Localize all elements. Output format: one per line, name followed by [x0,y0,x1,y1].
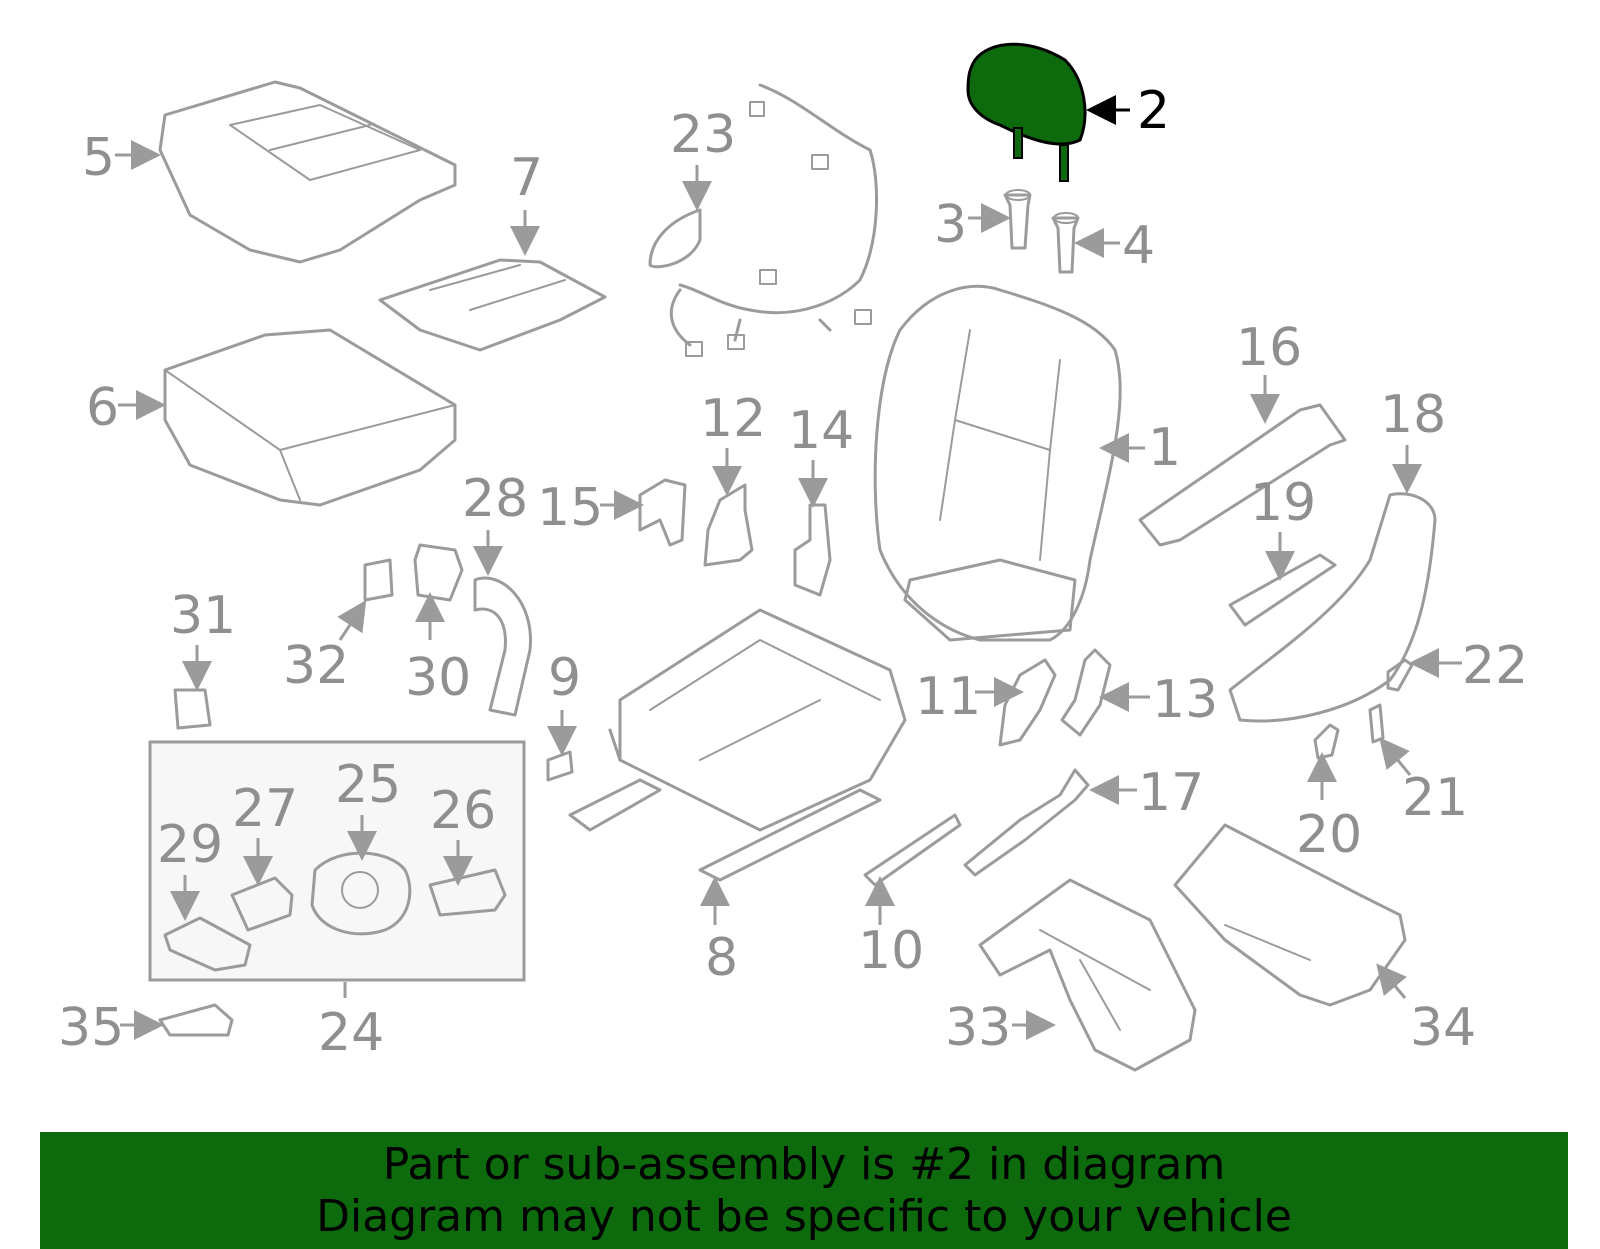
callout-16: 16 [1236,318,1302,378]
callout-33: 33 [945,998,1011,1058]
part-23-wiring-harness [648,83,879,357]
callout-25: 25 [335,755,401,815]
part-7-heater-mat [378,258,607,352]
part-20-knob [1313,723,1340,760]
part-26-duct [428,868,507,917]
part-5-cushion-cover [158,80,457,264]
callout-24: 24 [318,1003,384,1063]
callout-28: 28 [462,469,528,529]
callout-9: 9 [548,648,581,708]
part-28-duct [473,576,532,717]
callout-35: 35 [58,998,124,1058]
callout-13: 13 [1152,670,1218,730]
callout-23: 23 [670,105,736,165]
callout-15: 15 [537,478,603,538]
callout-6: 6 [86,378,119,438]
callout-12: 12 [700,389,766,449]
callout-5: 5 [82,128,115,188]
part-16-bracket [1138,403,1347,547]
part-1-seat-back [873,284,1122,642]
part-6-cushion-pad [163,328,457,507]
part-12-cover [703,483,754,567]
part-11-cover [998,658,1057,747]
parts-diagram: 1 2 3 4 5 6 7 8 9 10 11 12 13 14 15 16 1… [58,42,1528,1072]
callout-14: 14 [788,401,854,461]
callout-4: 4 [1122,216,1155,276]
part-18-side-trim [1228,492,1437,723]
part-21-knob [1368,703,1385,744]
part-19-switch [1228,553,1337,627]
part-22-knob [1386,658,1414,692]
part-35-sensor [158,1003,234,1037]
callout-21: 21 [1402,768,1468,828]
callout-19: 19 [1250,473,1316,533]
part-8-seat-frame [568,608,907,882]
part-14-cover [793,503,832,597]
callout-34: 34 [1410,998,1476,1058]
part-32-clip [363,558,394,602]
callout-30: 30 [405,648,471,708]
part-30-duct [413,543,464,602]
callout-18: 18 [1380,385,1446,445]
callout-10: 10 [858,921,924,981]
part-13-cover [1060,648,1112,737]
footer-banner: Part or sub-assembly is #2 in diagram Di… [40,1132,1568,1249]
part-4-guide [1051,212,1080,274]
part-15-cover [638,478,687,547]
callout-17: 17 [1138,763,1204,823]
part-9-clip [546,750,574,782]
callout-1: 1 [1148,418,1181,478]
callout-22: 22 [1462,636,1528,696]
part-17-rail [963,768,1090,877]
callout-11: 11 [915,667,981,727]
part-29-motor [163,916,252,972]
part-34-cover-plate [1173,823,1407,1007]
callout-32: 32 [283,636,349,696]
footer-line-2: Diagram may not be specific to your vehi… [316,1190,1292,1242]
callout-2[interactable]: 2 [1137,81,1170,141]
callout-arrows [115,95,1462,1040]
part-10-rod [863,813,962,887]
part-33-base-plate [978,878,1197,1072]
callout-labels: 1 2 3 4 5 6 7 8 9 10 11 12 13 14 15 16 1… [58,81,1528,1063]
part-31-clip [173,688,212,730]
callout-7: 7 [510,148,543,208]
part-2-headrest[interactable] [966,42,1087,182]
footer-line-1: Part or sub-assembly is #2 in diagram [382,1138,1226,1190]
part-3-guide [1003,189,1032,250]
callout-3: 3 [934,195,967,255]
callout-8: 8 [705,928,738,988]
callout-26: 26 [430,781,496,841]
callout-31: 31 [170,586,236,646]
callout-29: 29 [157,815,223,875]
callout-20: 20 [1296,805,1362,865]
callout-27: 27 [232,779,298,839]
